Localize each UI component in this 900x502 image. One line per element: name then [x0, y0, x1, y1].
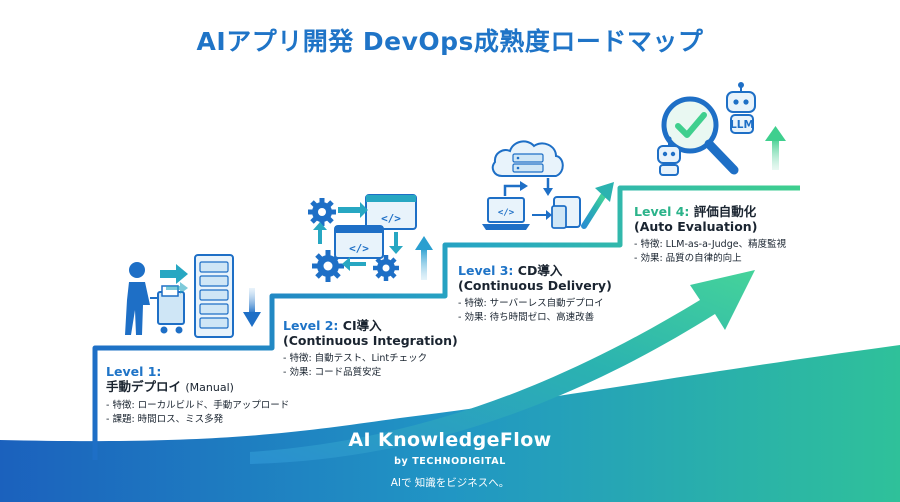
level-2-step: Level 2: CI導入 (Continuous Integration) -… [283, 318, 463, 380]
brand-name: AI KnowledgeFlow [348, 429, 552, 451]
mobile-tablet-icon [532, 196, 581, 229]
svg-text:</>: </> [498, 208, 515, 218]
level-1-name-en: (Manual) [185, 381, 234, 394]
arrow-up-icon [765, 126, 786, 170]
level-1-bullet: - 特徴: ローカルビルド、手動アップロード [106, 400, 290, 411]
llm-label: LLM [730, 119, 754, 131]
level-2-bullet: - 特徴: 自動テスト、Lintチェック [283, 353, 428, 364]
level-3-bullet: - 特徴: サーバーレス自動デプロイ [458, 298, 604, 309]
magnifier-check-icon [661, 96, 739, 175]
level-3-name: CD導入 [517, 263, 563, 278]
level-4-bullet: - 特徴: LLM-as-a-Judge、精度監視 [634, 239, 787, 250]
level-2-name: CI導入 [342, 318, 382, 333]
gear-icon [312, 250, 344, 282]
brand-tagline: AIで 知識をビジネスへ。 [390, 477, 510, 489]
cloud-server-icon [491, 140, 564, 177]
page-title: AIアプリ開発 DevOps成熟度ロードマップ [196, 27, 704, 56]
cycle-arrows-icon [313, 202, 403, 271]
level-4-number: Level 4: [634, 204, 690, 219]
level-4-step: Level 4: 評価自動化 (Auto Evaluation) - 特徴: L… [634, 204, 834, 266]
person-cart-icon [125, 262, 185, 335]
level-2-bullet: - 効果: コード品質安定 [283, 367, 382, 378]
gear-icon [373, 255, 399, 281]
brand-byline: by TECHNODIGITAL [394, 456, 506, 467]
growth-arrow [250, 270, 755, 464]
level-2-name-en: (Continuous Integration) [283, 333, 458, 348]
level-4-bullet: - 効果: 品質の自律的向上 [634, 253, 742, 264]
level-4-name: 評価自動化 [693, 204, 757, 219]
staircase-line [92, 185, 800, 460]
level-3-step: Level 3: CD導入 (Continuous Delivery) - 特徴… [458, 263, 638, 325]
arrow-right-icon [160, 264, 188, 294]
robot-icon [657, 136, 681, 176]
svg-text:</>: </> [381, 212, 401, 225]
level-3-number: Level 3: [458, 263, 514, 278]
arrow-up-icon [415, 236, 433, 280]
level-3-bullet: - 効果: 待ち時間ゼロ、高速改善 [458, 312, 595, 323]
code-window-icon: </> </> [334, 194, 417, 259]
level-3-name-en: (Continuous Delivery) [458, 278, 612, 293]
laptop-code-icon: </> [482, 178, 553, 230]
level-1-step: Level 1: 手動デプロイ (Manual) - 特徴: ローカルビルド、手… [106, 364, 316, 427]
svg-text:</>: </> [349, 242, 369, 255]
level-1-name: 手動デプロイ [106, 379, 182, 394]
arrow-up-right-icon [581, 182, 614, 229]
level-1-number: Level 1: [106, 364, 162, 379]
gear-icon [308, 198, 336, 226]
server-rack-icon [194, 254, 234, 338]
level-1-bullet: - 課題: 時間ロス、ミス多発 [106, 414, 224, 425]
robot-icon [726, 82, 756, 134]
level-4-name-en: (Auto Evaluation) [634, 219, 758, 234]
level-2-number: Level 2: [283, 318, 339, 333]
arrow-down-icon [243, 288, 261, 327]
